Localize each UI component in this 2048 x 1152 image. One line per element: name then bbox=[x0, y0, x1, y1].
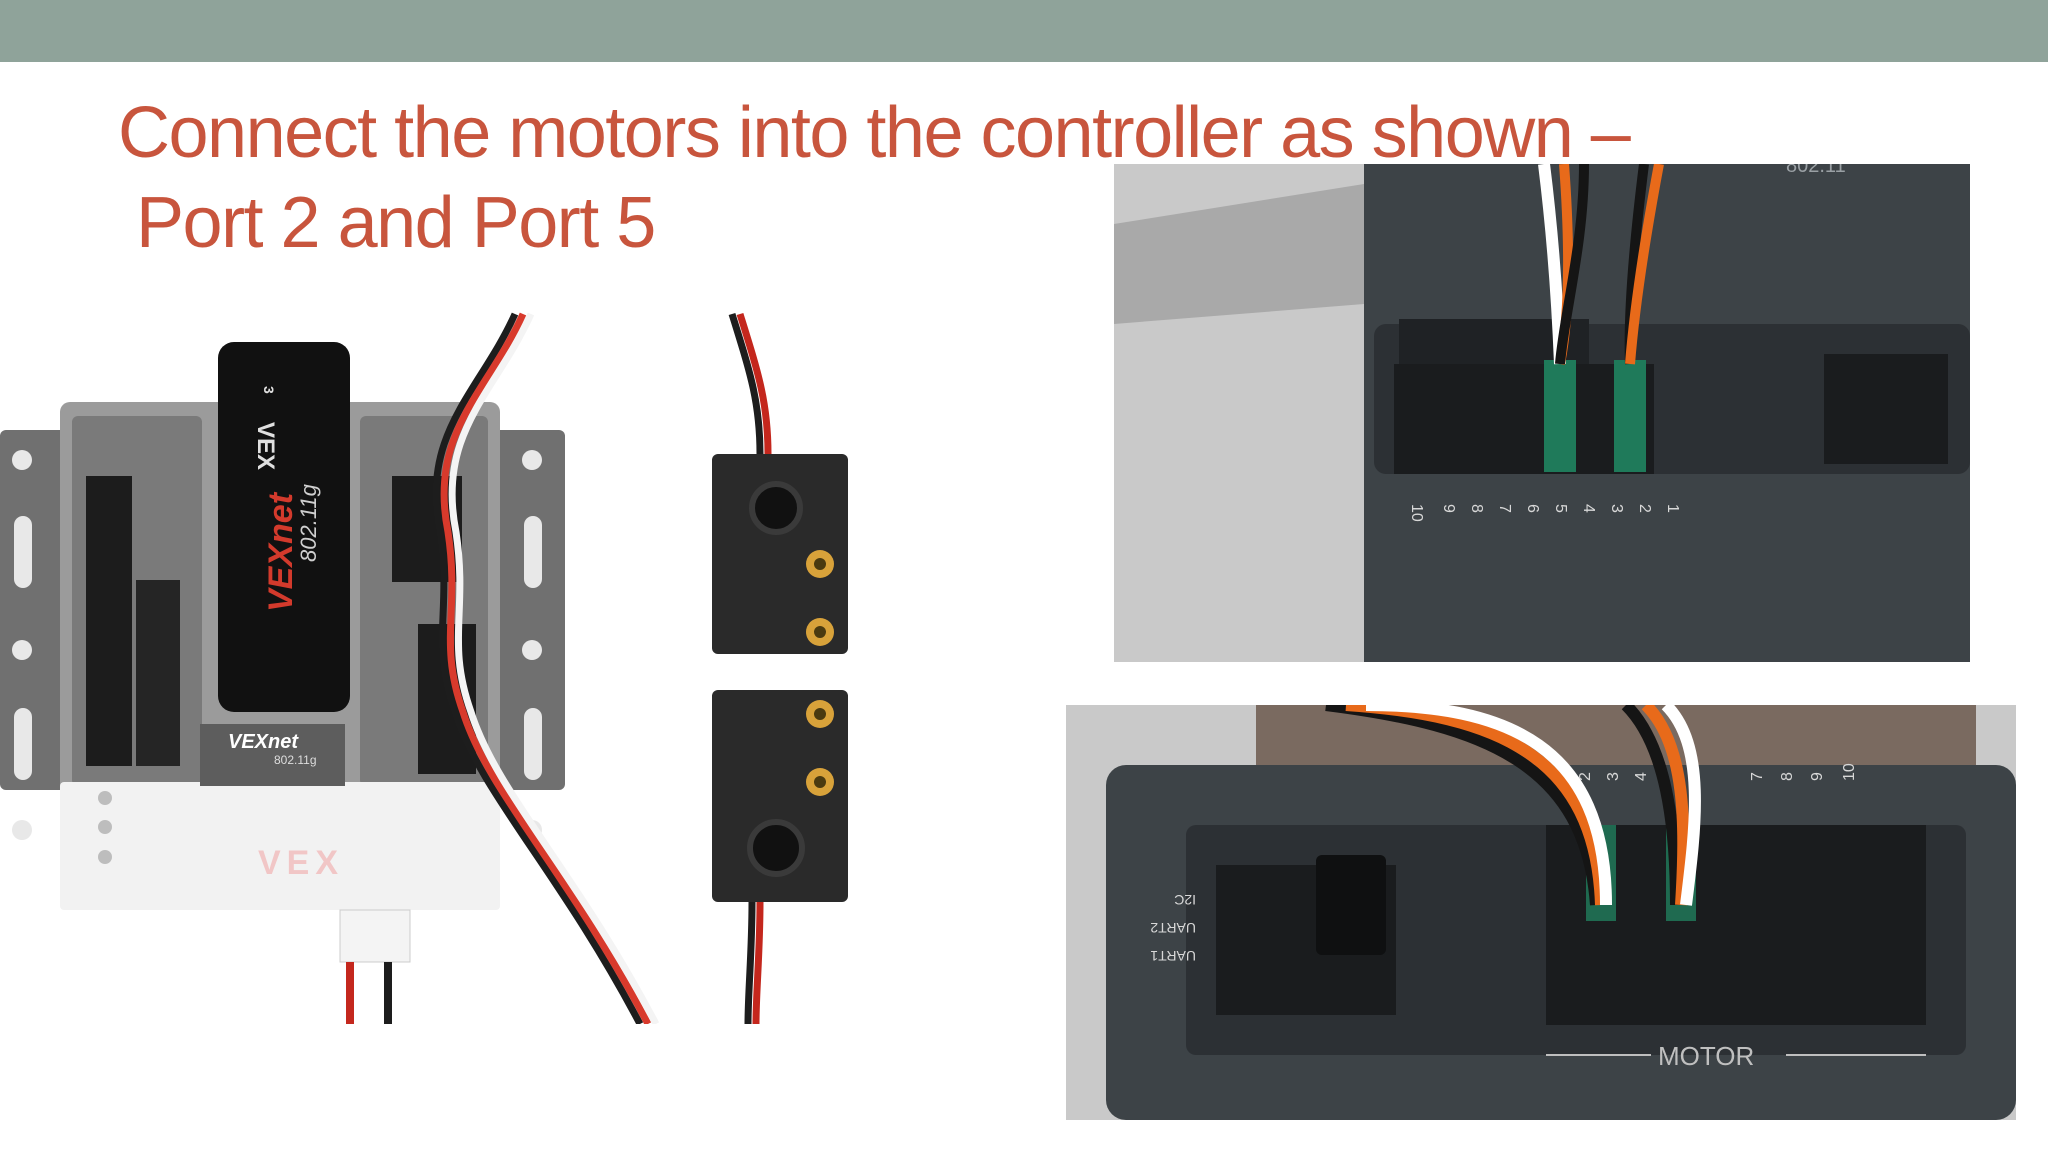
cortex-controller-photo: VEX VEXnet 802.11g VEXnet 802.11g VEX 3 bbox=[0, 312, 870, 1024]
port-number-row: 10 9 8 7 6 5 4 3 2 1 bbox=[1408, 504, 1681, 522]
port-number: 3 bbox=[1605, 772, 1622, 781]
edge-text: 802.11 bbox=[1786, 164, 1846, 177]
port-number: 2 bbox=[1636, 504, 1653, 513]
port-number: 7 bbox=[1496, 504, 1513, 513]
cortex-lower-case bbox=[60, 782, 500, 910]
slide-title-line-2: Port 2 and Port 5 bbox=[136, 183, 656, 263]
port-number: 4 bbox=[1580, 504, 1597, 513]
motor-1 bbox=[712, 454, 848, 654]
port-number: 4 bbox=[1633, 772, 1650, 781]
motor-label: MOTOR bbox=[1658, 1041, 1754, 1071]
motor-2 bbox=[712, 690, 848, 902]
ports-closeup-photo-top: 802.11 10 9 8 7 6 5 4 3 2 1 bbox=[1114, 164, 1970, 662]
module-logo-superscript: 3 bbox=[261, 386, 277, 394]
slide-title: Connect the motors into the controller a… bbox=[118, 88, 1818, 268]
port-number: 2 bbox=[1577, 772, 1594, 781]
port-5-connector bbox=[1544, 360, 1576, 472]
port-number: 1 bbox=[1664, 504, 1681, 513]
uart1-label: UART1 bbox=[1150, 948, 1196, 964]
port-number-row: 2 3 4 7 8 9 10 bbox=[1577, 763, 1858, 781]
port-number: 8 bbox=[1779, 772, 1796, 781]
ports-closeup-photo-bottom: 2 3 4 7 8 9 10 I2C UART2 UART1 MOTOR bbox=[1066, 705, 2016, 1120]
port-number: 5 bbox=[1552, 504, 1569, 513]
case-logo-text: VEX bbox=[258, 844, 344, 882]
port-number: 9 bbox=[1809, 772, 1826, 781]
port-2-connector bbox=[1614, 360, 1646, 472]
vexnet-usb-module bbox=[218, 342, 350, 712]
slide-title-line-1: Connect the motors into the controller a… bbox=[118, 93, 1631, 173]
digital-ports-block bbox=[86, 476, 132, 766]
module-label-brand: VEXnet bbox=[228, 731, 299, 753]
module-brand-text: VEXnet bbox=[262, 491, 300, 612]
module-logo-text: VEX bbox=[252, 422, 279, 470]
port-number: 7 bbox=[1749, 772, 1766, 781]
port-number: 9 bbox=[1440, 504, 1457, 513]
port-number: 3 bbox=[1608, 504, 1625, 513]
port-number: 8 bbox=[1468, 504, 1485, 513]
module-label-model: 802.11g bbox=[274, 753, 317, 767]
port-number: 10 bbox=[1408, 504, 1425, 522]
slide-header-band bbox=[0, 0, 2048, 62]
port-number: 6 bbox=[1524, 504, 1541, 513]
port-header bbox=[1394, 364, 1654, 474]
i2c-label: I2C bbox=[1174, 892, 1196, 908]
uart2-label: UART2 bbox=[1150, 920, 1196, 936]
module-model-text: 802.11g bbox=[296, 483, 321, 562]
port-number: 10 bbox=[1841, 763, 1858, 781]
motor-cable-a bbox=[432, 312, 644, 1024]
